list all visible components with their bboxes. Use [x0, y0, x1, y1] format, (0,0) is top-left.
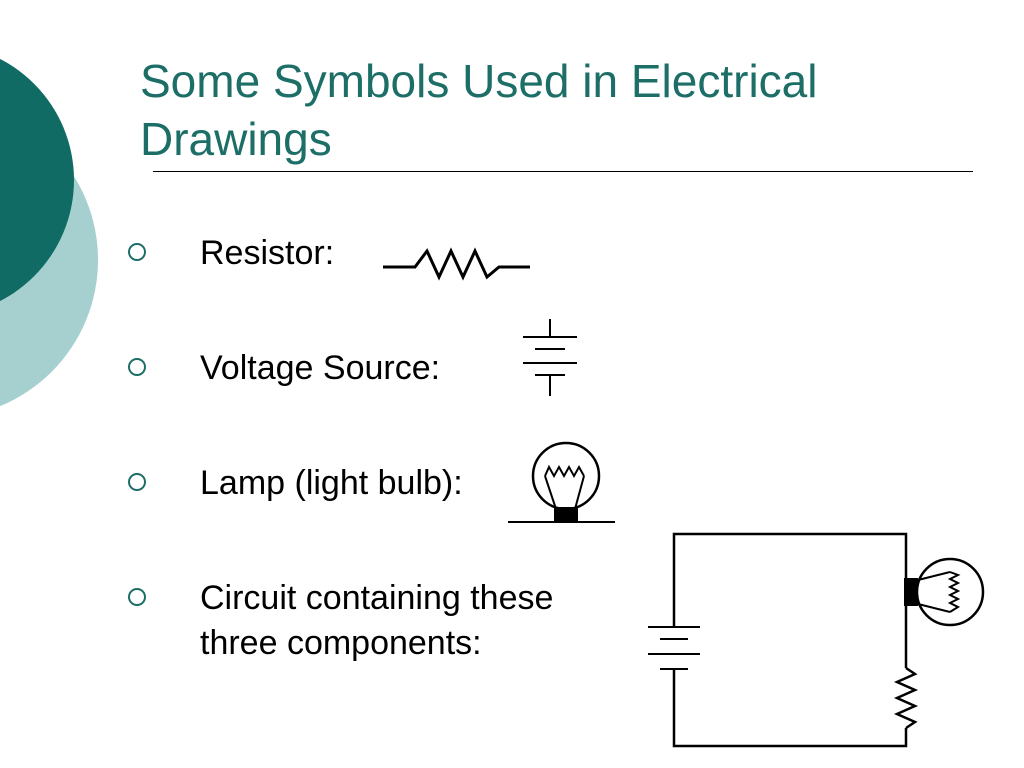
- bullet-marker-icon: [128, 588, 146, 606]
- slide-title: Some Symbols Used in Electrical Drawings: [140, 55, 818, 165]
- battery-icon: [523, 319, 577, 396]
- circuit-wire: [672, 532, 908, 627]
- bullet-marker-icon: [128, 243, 146, 261]
- bullet-marker-icon: [128, 358, 146, 376]
- circuit-diagram: [648, 532, 985, 748]
- bullet-text: Lamp (light bulb):: [200, 464, 463, 502]
- bullet-text: Resistor:: [200, 234, 335, 272]
- dark-teal-circle: [0, 58, 74, 302]
- resistor-icon: [383, 247, 530, 281]
- resistor-icon: [893, 666, 919, 730]
- decorative-circles: [0, 58, 98, 407]
- bullet-text: Circuit containing these three component…: [200, 579, 554, 662]
- battery-icon: [648, 626, 700, 670]
- bullet-marker-icon: [128, 473, 146, 491]
- bullet-text: Voltage Source:: [200, 349, 441, 387]
- lamp-icon: [904, 557, 985, 627]
- lamp-icon: [508, 441, 615, 523]
- circuit-wire: [672, 669, 908, 748]
- title-underline: [153, 171, 973, 172]
